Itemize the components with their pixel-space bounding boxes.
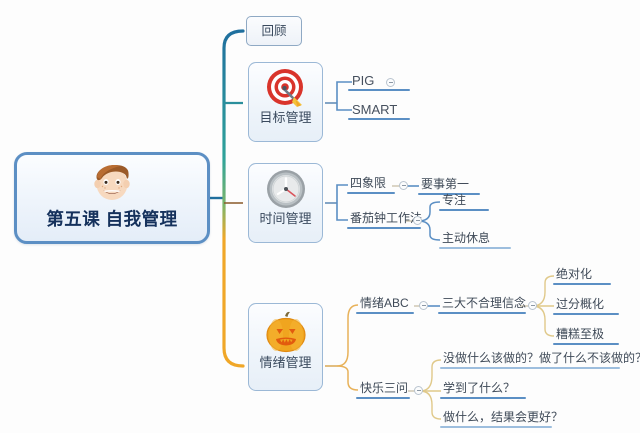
branch-label-goal-management: 目标管理 bbox=[259, 110, 312, 125]
leaf-underline-question-1 bbox=[440, 367, 620, 370]
collapse-toggle-four-quadrants[interactable] bbox=[399, 181, 408, 190]
leaf-underline-smart bbox=[348, 118, 410, 121]
leaf-underline-first-things-first bbox=[418, 193, 480, 196]
branch-label-emotion-management: 情绪管理 bbox=[259, 355, 312, 370]
clock-icon bbox=[266, 170, 305, 208]
root-label: 第五课 自我管理 bbox=[46, 209, 178, 229]
leaf-underline-four-quadrants bbox=[347, 192, 395, 195]
leaf-label-first-things-first[interactable]: 要事第一 bbox=[421, 177, 470, 191]
leaf-label-three-irrational-beliefs[interactable]: 三大不合理信念 bbox=[442, 296, 527, 310]
collapse-toggle-three-irrational-beliefs[interactable] bbox=[528, 301, 537, 310]
leaf-label-catastrophizing[interactable]: 糟糕至极 bbox=[556, 327, 605, 341]
leaf-underline-focus bbox=[439, 209, 489, 212]
branch-label-time-management: 时间管理 bbox=[259, 211, 312, 226]
branch-node-review[interactable]: 回顾 bbox=[246, 16, 302, 46]
leaf-label-overgeneralization[interactable]: 过分概化 bbox=[556, 297, 605, 311]
leaf-underline-question-2 bbox=[440, 397, 526, 400]
collapse-toggle-three-happy-questions[interactable] bbox=[414, 386, 423, 395]
leaf-label-question-3[interactable]: 做什么，结果会更好？ bbox=[443, 410, 564, 424]
collapse-toggle-pomodoro[interactable] bbox=[413, 216, 422, 225]
leaf-underline-overgeneralization bbox=[553, 313, 619, 316]
leaf-label-four-quadrants[interactable]: 四象限 bbox=[350, 176, 387, 190]
leaf-label-active-rest[interactable]: 主动休息 bbox=[442, 231, 491, 245]
collapse-toggle-pig[interactable] bbox=[386, 78, 395, 87]
leaf-label-pomodoro[interactable]: 番茄钟工作法 bbox=[350, 211, 423, 225]
leaf-label-focus[interactable]: 专注 bbox=[442, 193, 467, 207]
leaf-label-pig[interactable]: PIG bbox=[352, 73, 375, 88]
leaf-label-question-2[interactable]: 学到了什么？ bbox=[443, 381, 516, 395]
target-dartboard-icon bbox=[266, 69, 303, 107]
branch-node-emotion-management[interactable]: 情绪管理 bbox=[248, 303, 323, 391]
boy-face-icon bbox=[94, 165, 130, 200]
root-node[interactable]: 第五课 自我管理 bbox=[14, 152, 210, 244]
leaf-underline-question-3 bbox=[440, 426, 552, 429]
leaf-label-absolutism[interactable]: 绝对化 bbox=[556, 267, 593, 281]
leaf-underline-pig bbox=[348, 89, 410, 92]
leaf-label-three-happy-questions[interactable]: 快乐三问 bbox=[360, 381, 409, 395]
leaf-underline-emotion-abc bbox=[356, 312, 414, 315]
pumpkin-icon bbox=[265, 311, 306, 353]
leaf-underline-three-happy-questions bbox=[356, 397, 410, 400]
leaf-label-emotion-abc[interactable]: 情绪ABC bbox=[360, 296, 409, 310]
branch-node-goal-management[interactable]: 目标管理 bbox=[248, 62, 323, 142]
collapse-toggle-emotion-abc[interactable] bbox=[419, 301, 428, 310]
leaf-underline-pomodoro bbox=[347, 227, 421, 230]
leaf-label-smart[interactable]: SMART bbox=[352, 102, 398, 117]
leaf-underline-catastrophizing bbox=[553, 343, 619, 346]
leaf-label-question-1[interactable]: 没做什么该做的？做了什么不该做的？ bbox=[443, 351, 640, 365]
leaf-underline-active-rest bbox=[439, 247, 511, 250]
leaf-underline-absolutism bbox=[553, 283, 611, 286]
leaf-underline-three-irrational-beliefs bbox=[438, 312, 526, 315]
branch-label-review: 回顾 bbox=[261, 24, 287, 38]
branch-node-time-management[interactable]: 时间管理 bbox=[248, 163, 323, 243]
